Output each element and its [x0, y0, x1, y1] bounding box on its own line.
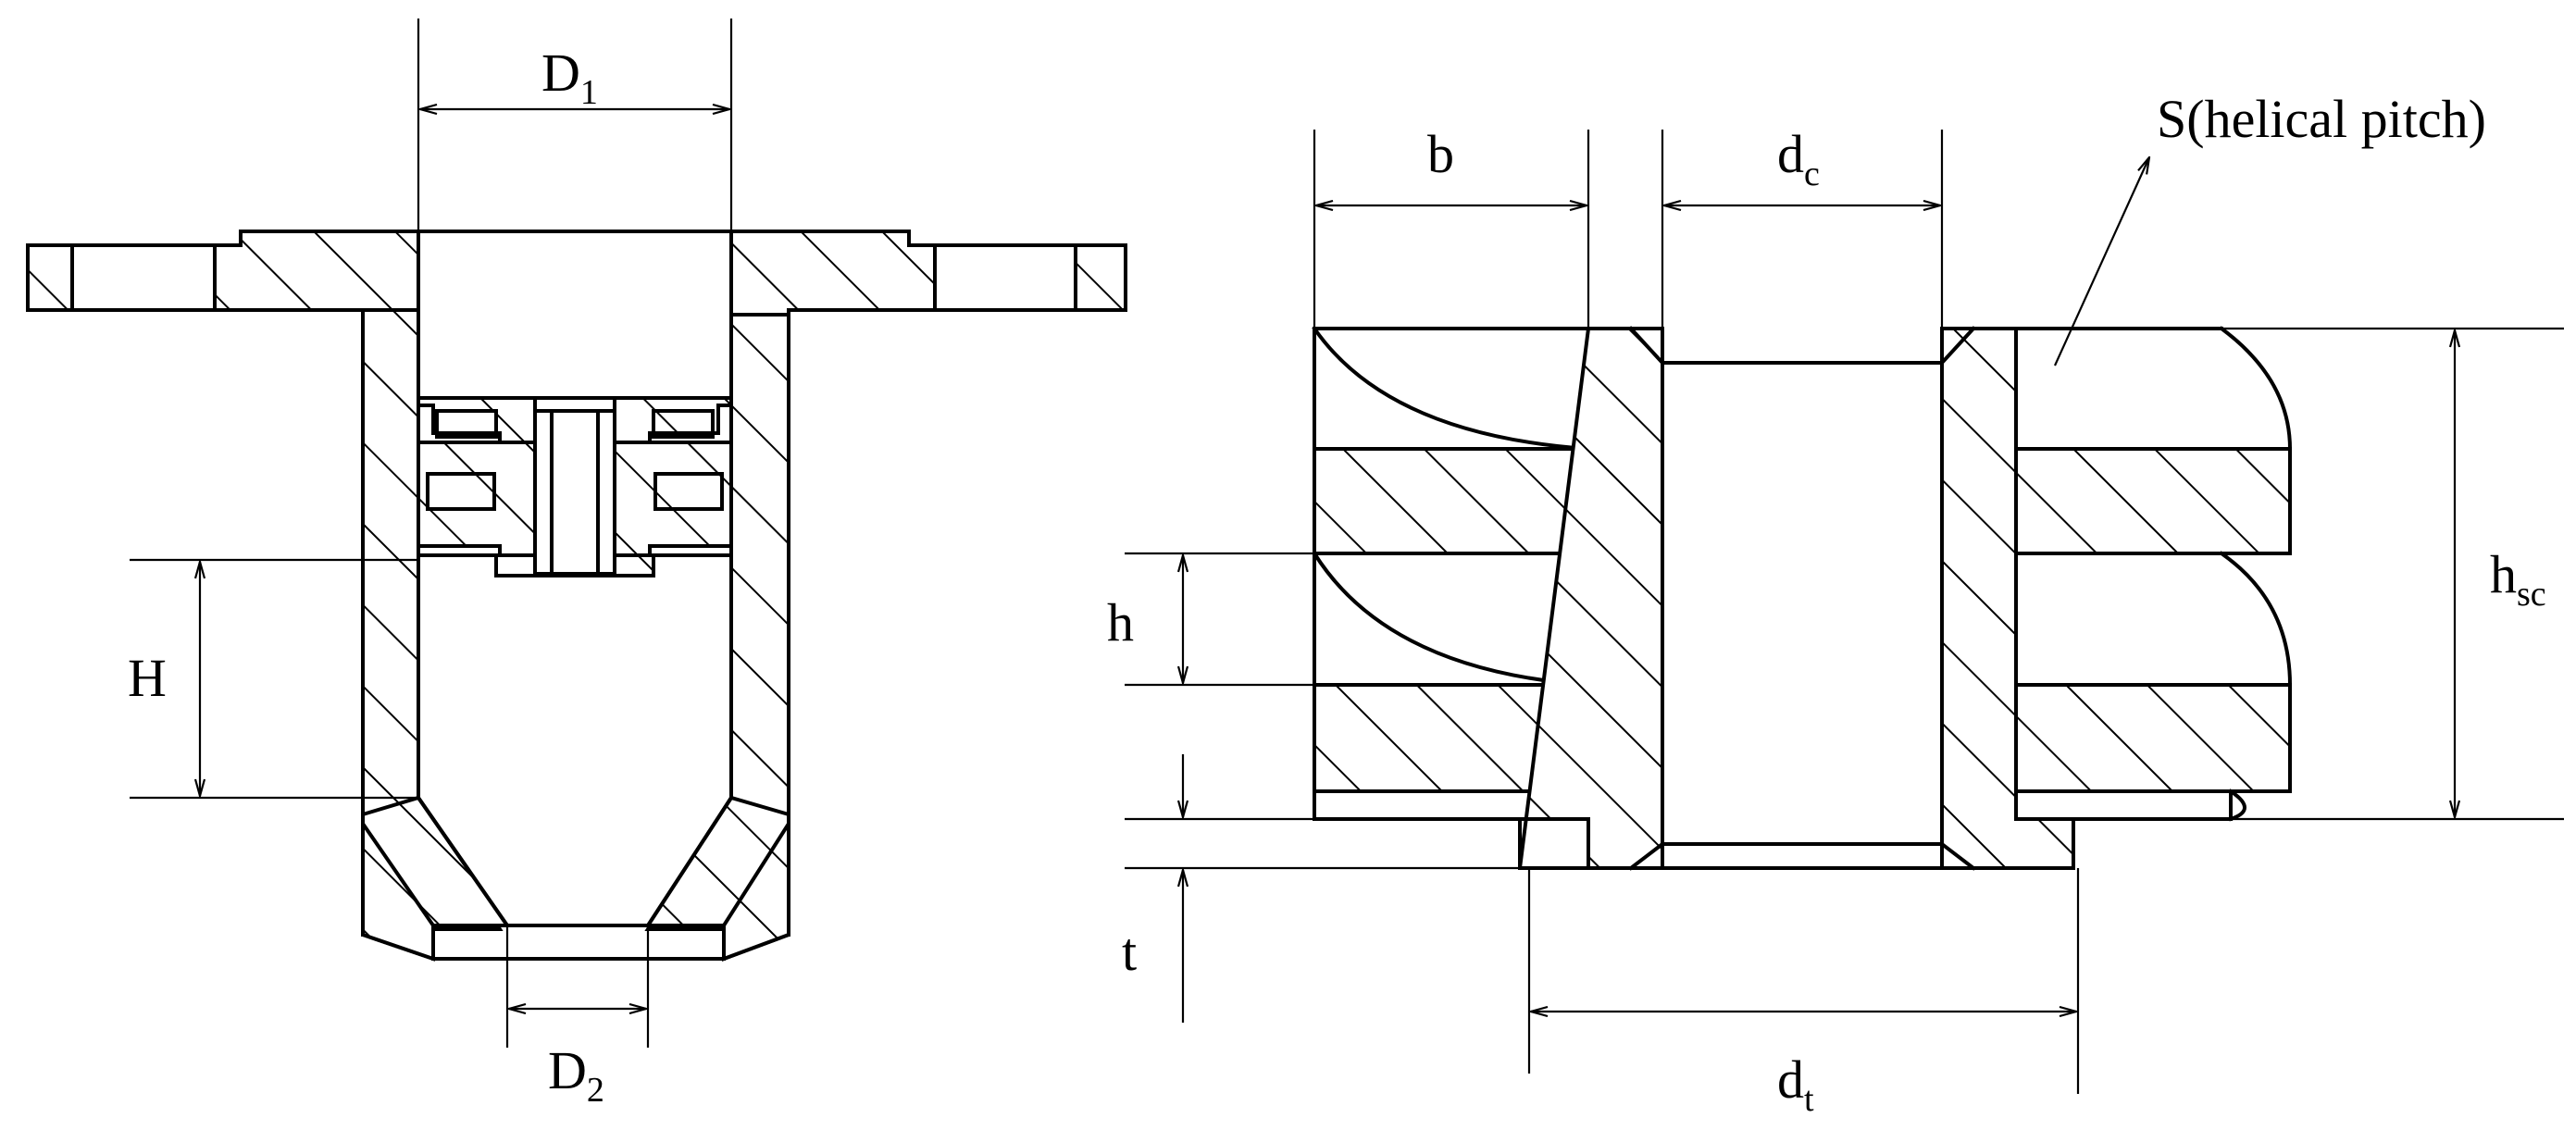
- insert-core-left: [1518, 327, 1664, 870]
- S-leader-line: [2053, 157, 2149, 366]
- b-label: b: [1427, 124, 1454, 184]
- thread-left-1: [1313, 447, 1590, 555]
- S-label: S(helical pitch): [2157, 89, 2486, 149]
- t-label: t: [1122, 922, 1137, 982]
- dt-label: dt: [1777, 1049, 1814, 1119]
- left-rivet-nut-section: [26, 230, 1127, 962]
- h-label: h: [1107, 592, 1134, 652]
- D2-label: D2: [548, 1040, 604, 1110]
- right-dimensions: b dc S(helical pitch) hsc h t dt: [1107, 89, 2564, 1119]
- left-dimensions: D1 H D2: [128, 19, 733, 1110]
- thread-right-1: [2014, 447, 2292, 555]
- thread-right-2: [2014, 683, 2292, 793]
- D1-label: D1: [541, 43, 598, 112]
- insert-left-mid: [417, 441, 537, 557]
- insert-right-mid: [613, 441, 733, 557]
- dc-label: dc: [1777, 124, 1820, 193]
- right-insert-section: [1312, 326, 2293, 871]
- H-label: H: [128, 648, 167, 708]
- hsc-label: hsc: [2490, 544, 2546, 614]
